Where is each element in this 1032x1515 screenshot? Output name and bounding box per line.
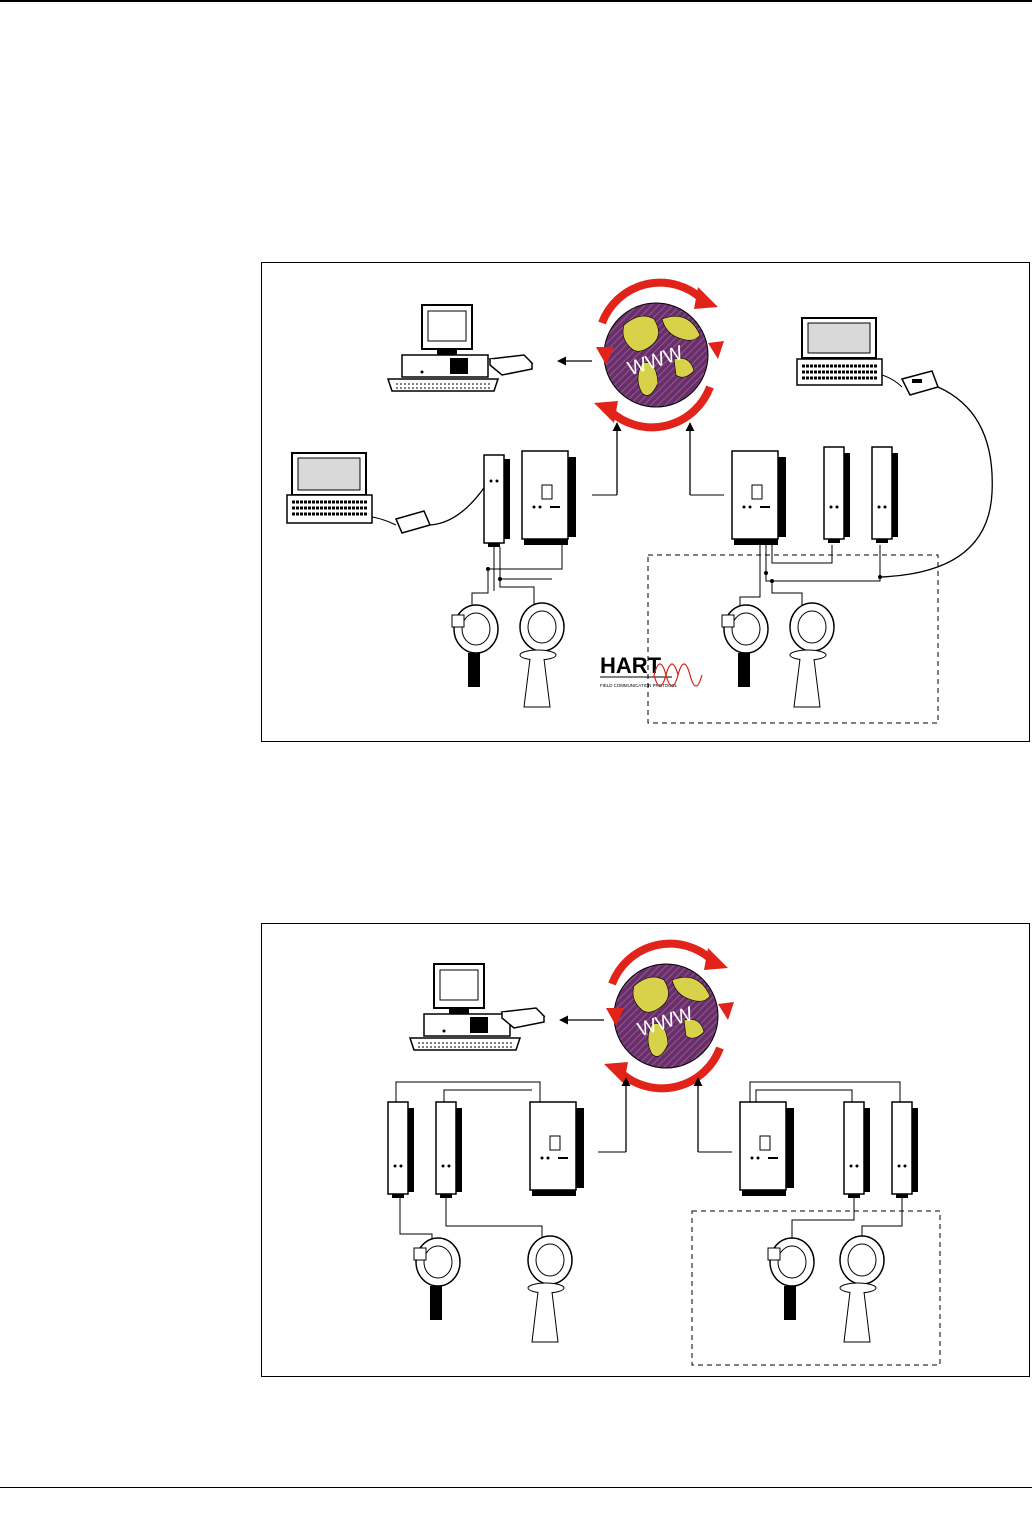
level-sensor-horn-left — [528, 1236, 572, 1342]
barrier-module-left-2 — [436, 1102, 462, 1198]
bottom-rule — [0, 1487, 1032, 1488]
globe-icon: WWW — [604, 944, 734, 1089]
local-network-boundary — [692, 1211, 940, 1365]
gateway-right — [740, 1102, 794, 1196]
level-sensor-probe-right — [722, 605, 768, 687]
laptop-top-right-icon — [797, 318, 882, 385]
barrier-module-left — [484, 455, 510, 547]
barrier-module-right-2 — [872, 447, 898, 543]
diagram-1-canvas: WWW — [262, 263, 1031, 743]
level-sensor-probe-left — [452, 605, 498, 687]
level-sensor-horn-left — [520, 603, 564, 707]
barrier-module-left-1 — [388, 1102, 414, 1198]
hart-logo-subtitle: FIELD COMMUNICATION PROTOCOL — [600, 683, 678, 688]
gateway-left — [522, 451, 576, 545]
gateway-right — [732, 451, 786, 545]
modem-icon — [490, 355, 532, 375]
hart-logo-title: HART — [600, 653, 662, 678]
interface-adapter-right-icon — [902, 371, 938, 395]
network-diagram-hart: WWW — [261, 262, 1030, 742]
interface-adapter-left-icon — [396, 511, 430, 533]
cable-left — [430, 479, 490, 525]
barrier-module-right-1 — [844, 1102, 870, 1198]
level-sensor-probe-right — [768, 1238, 814, 1320]
network-diagram-direct: WWW — [261, 923, 1030, 1377]
barrier-module-right-1 — [824, 447, 850, 543]
level-sensor-horn-right — [840, 1236, 884, 1342]
diagram-2-canvas: WWW — [262, 924, 1031, 1378]
top-rule — [0, 0, 1032, 2]
level-sensor-probe-left — [414, 1238, 460, 1320]
desktop-computer-icon — [388, 305, 498, 391]
desktop-computer-icon — [410, 964, 520, 1050]
barrier-module-right-2 — [892, 1102, 918, 1198]
globe-icon: WWW — [594, 283, 724, 428]
hart-logo: HART FIELD COMMUNICATION PROTOCOL — [600, 653, 702, 688]
laptop-left-icon — [287, 453, 372, 523]
gateway-left — [530, 1102, 584, 1196]
level-sensor-horn-right — [790, 603, 834, 707]
